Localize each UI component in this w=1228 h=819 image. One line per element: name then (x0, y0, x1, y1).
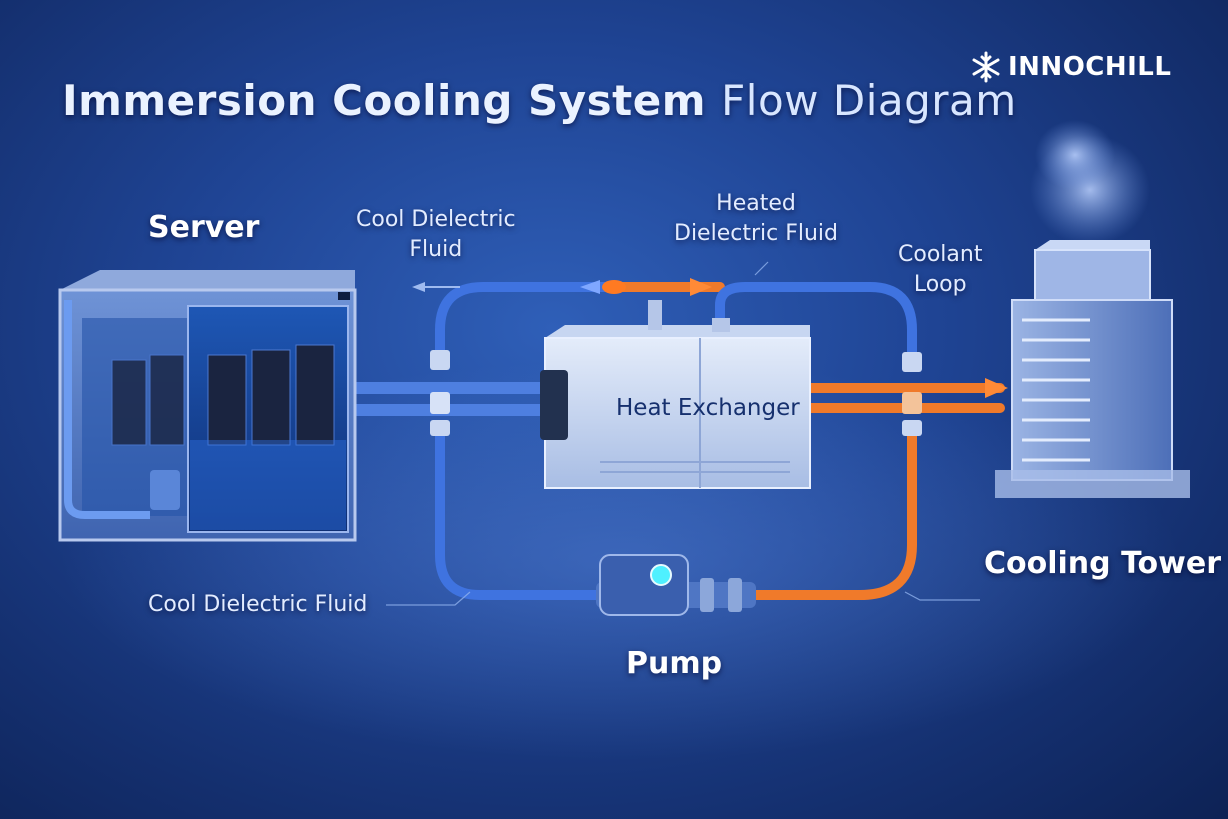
tower-flow-arrow (985, 378, 1008, 398)
junction-left-bottom (430, 420, 450, 436)
heated-flow-arrow (690, 278, 712, 296)
coolant-return-pipe (740, 420, 917, 600)
leader-bottom-right (904, 591, 980, 601)
diagram-title-light: Flow Diagram (721, 76, 1017, 125)
brand-logo: INNOCHILL (1008, 52, 1171, 82)
cool-fluid-top-label-line1: Cool Dielectric (356, 207, 516, 232)
heated-fluid-label-line2: Dielectric Fluid (674, 221, 838, 246)
cool-fluid-bottom-pipe (435, 420, 605, 600)
server-pump-unit (150, 470, 180, 510)
hx-top-valve (648, 300, 662, 330)
server-top-face (60, 270, 355, 290)
tower-steam-plume (1035, 120, 1115, 190)
heat-exchanger-label: Heat Exchanger (616, 395, 800, 421)
snowflake-icon (972, 51, 1000, 83)
junction-right-bottom (902, 420, 922, 436)
rack-3 (295, 344, 335, 446)
coolant-loop-top-pipe (715, 282, 917, 365)
cool-fluid-top-label-line2: Fluid (409, 237, 463, 262)
diagram-title-bold: Immersion Cooling System (62, 76, 706, 125)
cool-label-arrowhead (412, 282, 425, 292)
tower-cap-top (1035, 240, 1150, 250)
cooling-tower-label: Cooling Tower (984, 546, 1222, 581)
rack-4 (111, 359, 147, 446)
cooling-tower (995, 120, 1190, 498)
pump-housing (599, 554, 689, 616)
tower-louvers (1022, 318, 1090, 462)
coolant-loop-label-line2: Loop (913, 272, 967, 297)
heated-fluid-label: Heated Dielectric Fluid (674, 189, 838, 249)
junction-right-mid (902, 392, 922, 414)
leader-heated (754, 261, 769, 276)
junction-right-top (902, 352, 922, 372)
heated-fluid-glow (602, 280, 626, 294)
server-tank (58, 270, 357, 542)
rack-1 (207, 354, 247, 446)
server-panel-light (338, 292, 350, 300)
tower-body (1011, 299, 1173, 481)
hx-vents (600, 461, 790, 473)
pump-flange-1 (700, 578, 714, 612)
leader-bottom-left (386, 591, 471, 606)
pump-indicator-icon (650, 564, 672, 586)
server-racks (111, 344, 335, 446)
diagram-title: Immersion Cooling System Flow Diagram (62, 76, 1017, 125)
cool-fluid-top-label: Cool Dielectric Fluid (356, 205, 516, 265)
heat-exchanger-unit (540, 300, 811, 489)
pump-flange-2 (728, 578, 742, 612)
brand-name: INNOCHILL (1008, 52, 1172, 82)
hx-inlet-flange (540, 370, 568, 440)
coolant-loop-label: Coolant Loop (898, 240, 982, 300)
server-return-pipe (64, 300, 150, 519)
dielectric-fluid-bath (190, 440, 346, 530)
tower-basin (995, 470, 1190, 498)
rack-2 (251, 349, 291, 446)
tower-fan-deck (1034, 249, 1151, 306)
pump-label: Pump (626, 646, 723, 681)
pump-unit (596, 554, 756, 616)
cool-flow-arrow (580, 280, 600, 294)
server-label: Server (148, 210, 260, 245)
leader-lines (386, 261, 980, 606)
heated-fluid-label-line1: Heated (716, 191, 796, 216)
cool-fluid-bottom-label: Cool Dielectric Fluid (148, 592, 368, 617)
pipe-junctions (430, 350, 922, 436)
coolant-loop-label-line1: Coolant (898, 242, 983, 267)
flow-arrows (412, 278, 1008, 398)
hx-top-port (712, 318, 730, 332)
cool-fluid-top-pipe (435, 282, 615, 365)
junction-left-mid (430, 392, 450, 414)
hx-top-face (545, 325, 810, 338)
rack-5 (149, 354, 185, 446)
junction-left-top (430, 350, 450, 370)
